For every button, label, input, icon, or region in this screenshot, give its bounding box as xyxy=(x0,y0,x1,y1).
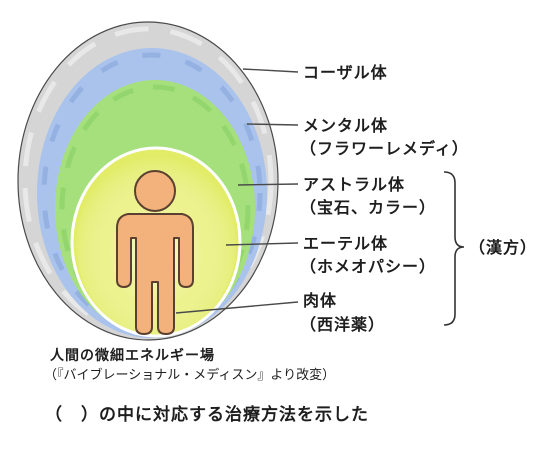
label-mental-body: メンタル体 xyxy=(303,116,388,135)
label-etheric-body: エーテル体 xyxy=(303,234,388,253)
caption-title: 人間の微細エネルギー場 xyxy=(50,347,215,364)
remedy-mental-body: （フラワーレメディ） xyxy=(300,139,469,158)
figure-body xyxy=(116,213,194,335)
caption-source: （『バイブレーショナル・メディスン』より改変） xyxy=(44,367,335,383)
kampo-bracket xyxy=(443,171,465,326)
label-physical-body: 肉体 xyxy=(303,291,337,310)
label-astral-body: アストラル体 xyxy=(303,175,405,194)
leader-line-physical xyxy=(175,301,299,314)
kampo-label: （漢方） xyxy=(469,238,537,257)
leader-line-etheric xyxy=(225,242,299,246)
label-causal-body: コーザル体 xyxy=(303,63,388,82)
leader-line-mental xyxy=(246,123,299,126)
leader-line-causal xyxy=(242,68,299,73)
causal-body-texture xyxy=(22,26,274,336)
human-figure xyxy=(116,170,194,335)
remedy-physical-body: （西洋薬） xyxy=(300,315,385,334)
remedy-etheric-body: （ホメオパシー） xyxy=(300,257,436,276)
leader-line-astral xyxy=(237,183,299,186)
figure-head xyxy=(134,170,176,212)
treatment-note: （ ）の中に対応する治療方法を示した xyxy=(45,404,369,425)
remedy-astral-body: （宝石、カラー） xyxy=(300,198,436,217)
